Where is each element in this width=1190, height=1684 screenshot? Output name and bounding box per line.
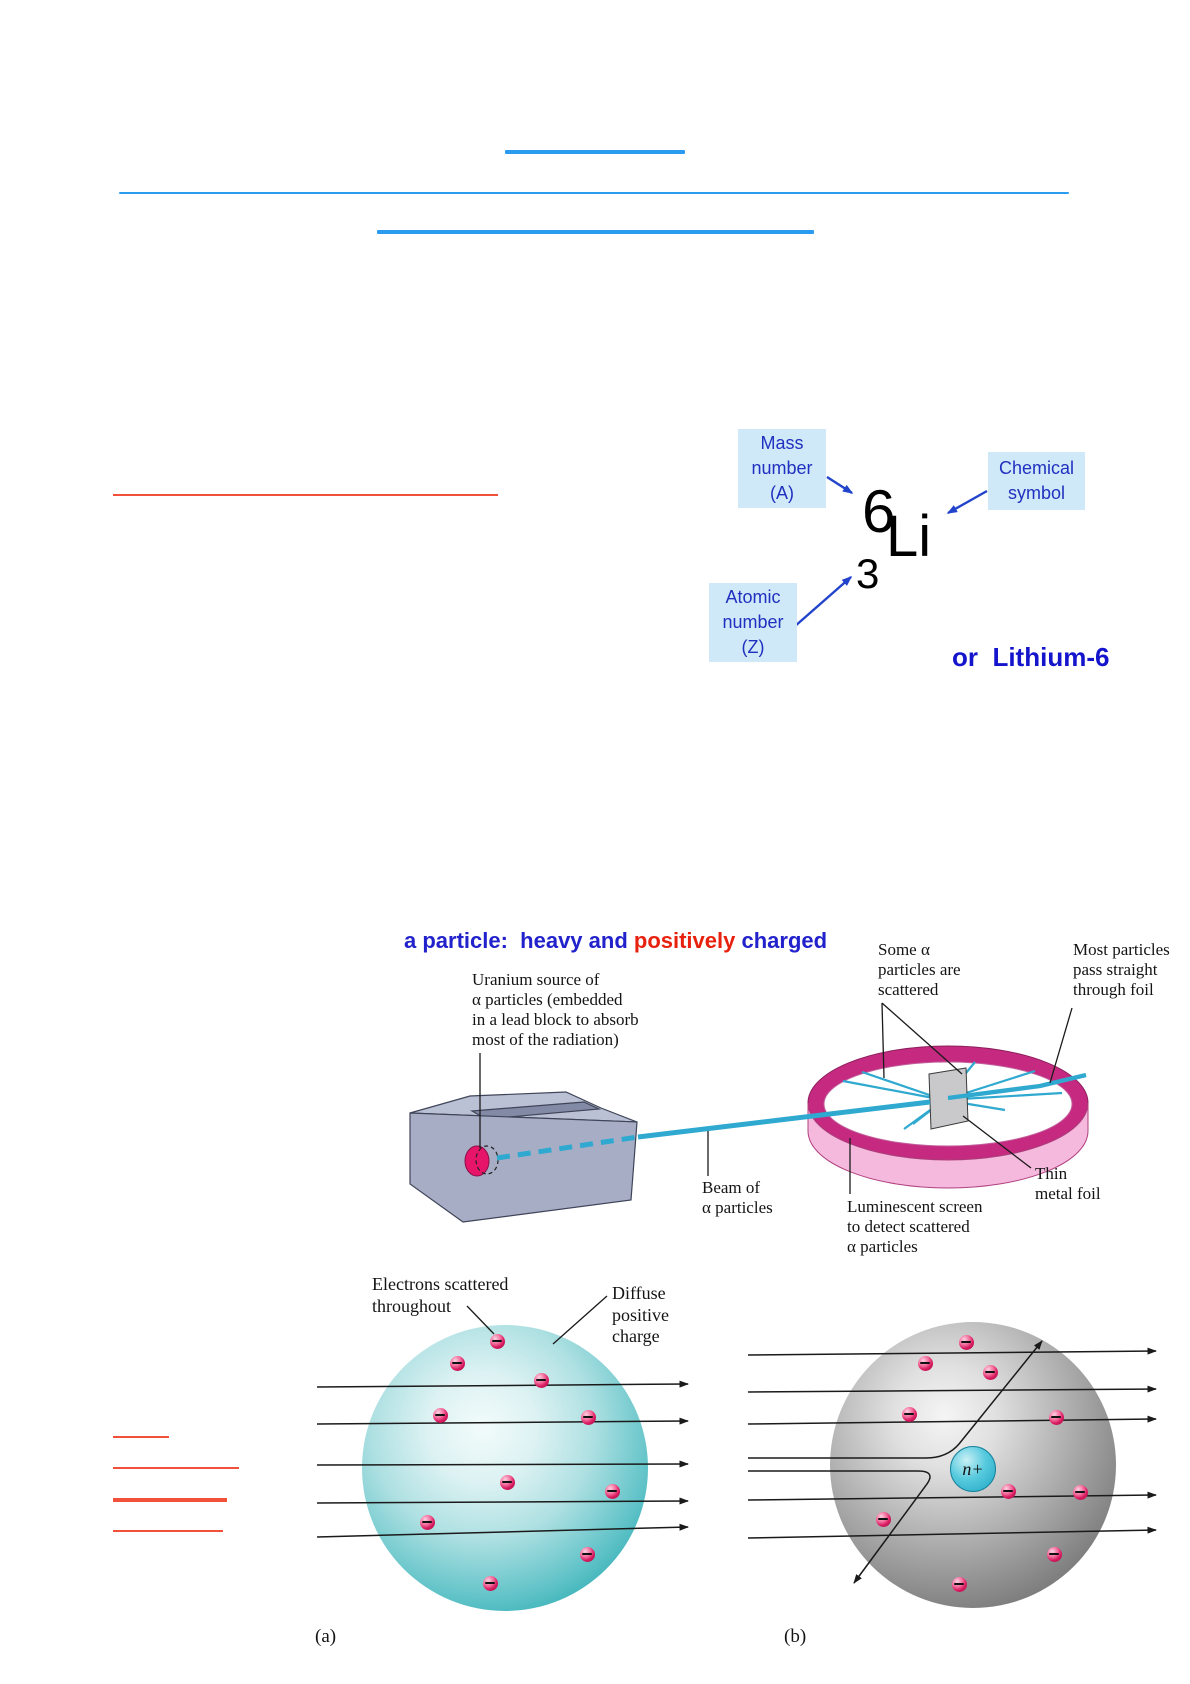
isotope-alt-name: or Lithium-6: [952, 642, 1110, 672]
mass-number-label-line: Mass: [760, 433, 804, 453]
model-a-arrows: [316, 1380, 689, 1538]
element-symbol: Li: [886, 504, 932, 569]
nucleus: n+: [950, 1446, 996, 1492]
electron: [982, 1364, 998, 1380]
caption-b: (b): [784, 1626, 807, 1647]
red-underline-2: [113, 1467, 239, 1469]
beam-label: Beam of α particles: [702, 1178, 773, 1217]
mass-number-label-line: number: [751, 458, 813, 478]
alpha-particle-title: a particle: heavy and positively charged: [404, 928, 827, 954]
electron: [1048, 1409, 1064, 1425]
model-b-arrows: [747, 1340, 1157, 1584]
electron: [432, 1407, 448, 1423]
alpha-source: [464, 1145, 490, 1177]
diffuse-charge-label: Diffuse positive charge: [612, 1283, 669, 1346]
electron: [1046, 1546, 1062, 1562]
atomic-number-label-line: number: [722, 612, 784, 632]
mass-number-label-box: Mass number (A): [738, 429, 826, 508]
title-part-blue: a particle: heavy and: [404, 928, 634, 953]
thin-foil-label: Thin metal foil: [1035, 1164, 1101, 1203]
electron: [951, 1576, 967, 1592]
mass-number-label-line: (A): [770, 483, 794, 503]
electron: [482, 1575, 498, 1591]
atomic-number-value: 3: [856, 550, 880, 597]
most-particles-label: Most particles pass straight through foi…: [1073, 940, 1170, 999]
electron: [489, 1333, 505, 1349]
electron: [499, 1474, 515, 1490]
link-underline-mid[interactable]: [377, 230, 814, 234]
alpha-beam: [496, 1072, 1087, 1161]
mass-number-value: 6: [862, 478, 896, 545]
nucleus-label: n+: [962, 1458, 984, 1479]
electron: [449, 1355, 465, 1371]
atomic-number-label-box: Atomic number (Z): [709, 583, 797, 662]
red-underline-1: [113, 1436, 169, 1438]
electron: [875, 1511, 891, 1527]
electron: [917, 1355, 933, 1371]
red-underline-paragraph: [113, 494, 498, 496]
link-underline-wide[interactable]: [119, 192, 1069, 195]
electron: [604, 1483, 620, 1499]
caption-a: (a): [315, 1626, 337, 1647]
title-part-blue: charged: [735, 928, 828, 953]
electron: [1000, 1483, 1016, 1499]
electron: [958, 1334, 974, 1350]
link-underline-top[interactable]: [505, 150, 685, 154]
isotope-arrows: [793, 475, 988, 628]
some-particles-label: Some α particles are scattered: [878, 940, 961, 999]
red-underline-3: [113, 1498, 227, 1502]
plum-pudding-sphere: [362, 1325, 648, 1611]
luminescent-screen-label: Luminescent screen to detect scattered α…: [847, 1197, 983, 1256]
red-underline-4: [113, 1530, 223, 1532]
electron: [1072, 1484, 1088, 1500]
electron: [580, 1409, 596, 1425]
electron: [901, 1406, 917, 1422]
electrons-scattered-label: Electrons scattered throughout: [372, 1274, 509, 1316]
electron: [419, 1514, 435, 1530]
electron: [533, 1372, 549, 1388]
chemical-symbol-label-line: symbol: [1007, 483, 1065, 503]
chemical-symbol-label-line: Chemical: [998, 458, 1075, 478]
atomic-number-label-line: (Z): [741, 637, 765, 657]
lead-block: [409, 1091, 638, 1223]
title-part-red: positively: [633, 928, 736, 953]
uranium-source-label: Uranium source of α particles (embedded …: [472, 970, 639, 1049]
chemical-symbol-label-box: Chemical symbol: [988, 452, 1085, 510]
pointer-lines: [466, 1002, 1073, 1345]
atomic-number-label-line: Atomic: [725, 587, 781, 607]
electron: [579, 1546, 595, 1562]
